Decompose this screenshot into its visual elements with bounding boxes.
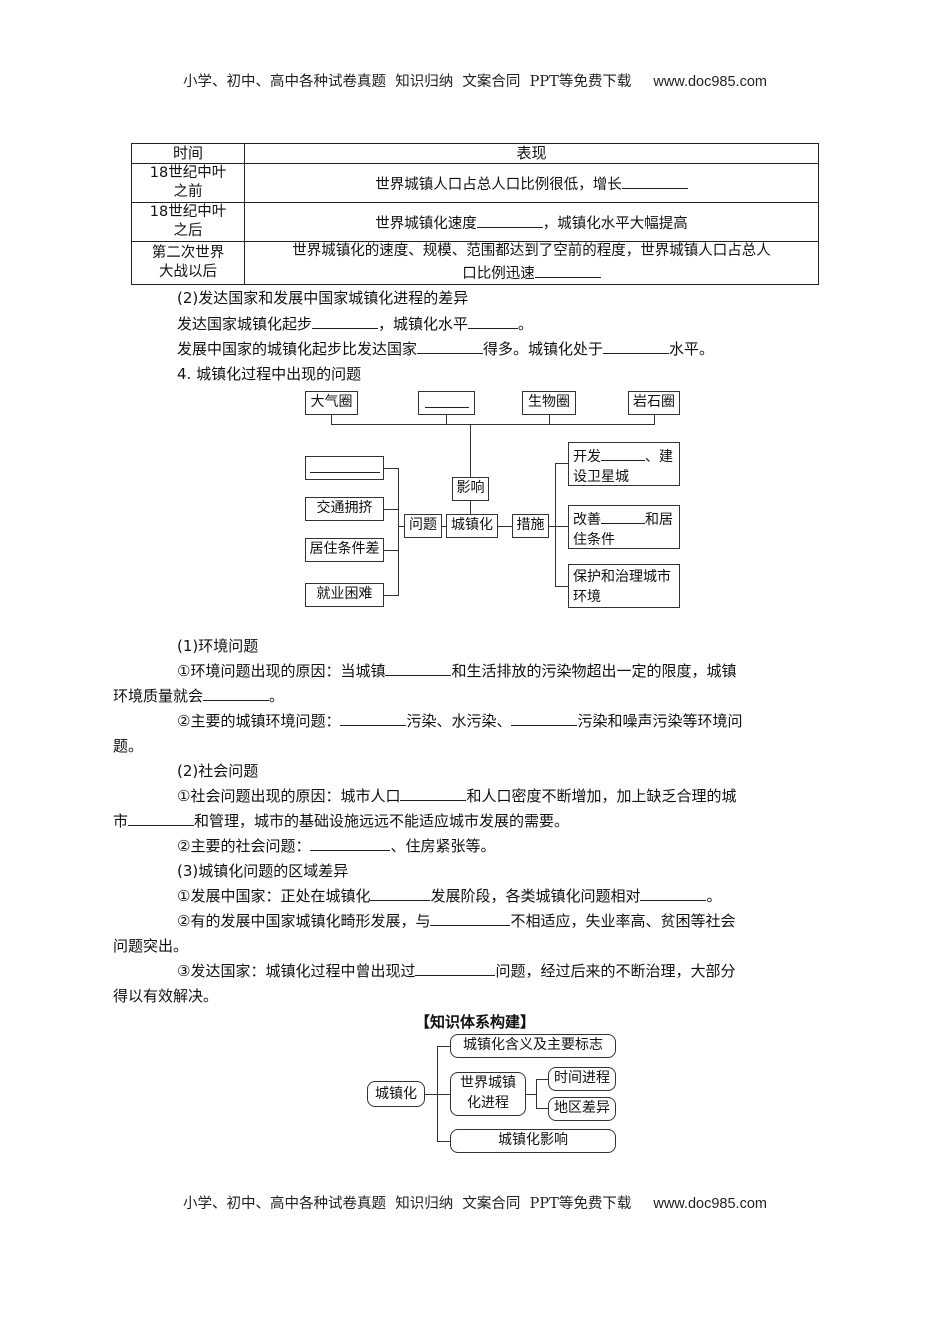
page-header: 小学、初中、高中各种试卷真题 知识归纳 文案合同 PPT等免费下载 www.doc… bbox=[0, 70, 950, 91]
fill-blank[interactable] bbox=[400, 784, 467, 801]
header-text: 小学、初中、高中各种试卷真题 知识归纳 文案合同 PPT等免费下载 bbox=[183, 74, 632, 90]
section2-line1: 发达国家城镇化起步，城镇化水平。 bbox=[177, 312, 842, 337]
box-atmosphere: 大气圈 bbox=[305, 391, 358, 415]
fill-blank[interactable] bbox=[312, 312, 379, 329]
table-row: 第二次世界大战以后 世界城镇化的速度、规模、范围都达到了空前的程度，世界城镇人口… bbox=[131, 241, 819, 285]
table-row: 18世纪中叶之后 世界城镇化速度，城镇化水平大幅提高 bbox=[131, 202, 819, 242]
fill-blank[interactable] bbox=[309, 457, 380, 473]
env-p1: ①环境问题出现的原因：当城镇和生活排放的污染物超出一定的限度，城镇环境质量就会。 bbox=[113, 659, 810, 709]
col-header-performance: 表现 bbox=[244, 143, 819, 164]
cell-time: 第二次世界大战以后 bbox=[131, 241, 245, 285]
fill-blank[interactable] bbox=[468, 312, 519, 329]
fill-blank[interactable] bbox=[601, 445, 645, 461]
cell-desc: 世界城镇化的速度、规模、范围都达到了空前的程度，世界城镇人口占总人口比例迅速 bbox=[244, 241, 819, 285]
urbanization-table: 时间 表现 18世纪中叶之前 世界城镇人口占总人口比例很低，增长 18世纪中叶之… bbox=[131, 143, 819, 285]
fill-blank[interactable] bbox=[621, 172, 688, 189]
box-lithosphere: 岩石圈 bbox=[628, 391, 680, 415]
cell-desc: 世界城镇化速度，城镇化水平大幅提高 bbox=[244, 202, 819, 242]
node-definition: 城镇化含义及主要标志 bbox=[450, 1034, 616, 1058]
social-title: (2)社会问题 bbox=[177, 762, 259, 780]
box-housing: 居住条件差 bbox=[305, 538, 384, 562]
social-p2: ②主要的社会问题：、住房紧张等。 bbox=[145, 834, 810, 859]
cell-desc: 世界城镇人口占总人口比例很低，增长 bbox=[244, 163, 819, 203]
box-urbanization: 城镇化 bbox=[446, 514, 498, 538]
fill-blank[interactable] bbox=[640, 884, 707, 901]
regional-p2: ②有的发展中国家城镇化畸形发展，与不相适应，失业率高、贫困等社会问题突出。 bbox=[113, 909, 810, 959]
fill-blank[interactable] bbox=[511, 709, 578, 726]
node-influence: 城镇化影响 bbox=[450, 1129, 616, 1153]
fill-blank[interactable] bbox=[534, 261, 601, 278]
fill-blank[interactable] bbox=[203, 684, 270, 701]
box-problems: 问题 bbox=[404, 514, 442, 538]
footer-text: 小学、初中、高中各种试卷真题 知识归纳 文案合同 PPT等免费下载 bbox=[183, 1196, 632, 1212]
fill-blank[interactable] bbox=[370, 884, 431, 901]
social-p1: ①社会问题出现的原因：城市人口和人口密度不断增加，加上缺乏合理的城市和管理，城市… bbox=[113, 784, 810, 834]
fill-blank[interactable] bbox=[340, 709, 407, 726]
box-measure-satellite: 开发、建设卫星城 bbox=[568, 442, 680, 486]
node-process: 世界城镇化进程 bbox=[450, 1072, 526, 1116]
box-blank-sphere bbox=[418, 391, 475, 415]
env-p2: ②主要的城镇环境问题：污染、水污染、污染和噪声污染等环境问题。 bbox=[113, 709, 810, 759]
header-site: www.doc985.com bbox=[653, 74, 767, 90]
cell-time: 18世纪中叶之前 bbox=[131, 163, 245, 203]
box-measure-protect: 保护和治理城市环境 bbox=[568, 564, 680, 608]
env-title: (1)环境问题 bbox=[177, 637, 259, 655]
regional-p1: ①发展中国家：正处在城镇化发展阶段，各类城镇化问题相对。 bbox=[145, 884, 810, 909]
table-row: 18世纪中叶之前 世界城镇人口占总人口比例很低，增长 bbox=[131, 163, 819, 203]
box-traffic: 交通拥挤 bbox=[305, 497, 384, 521]
section2-title: (2)发达国家和发展中国家城镇化进程的差异 bbox=[177, 289, 469, 307]
table-header-row: 时间 表现 bbox=[131, 143, 819, 164]
fill-blank[interactable] bbox=[128, 809, 195, 826]
fill-blank[interactable] bbox=[385, 659, 452, 676]
fill-blank[interactable] bbox=[430, 909, 511, 926]
fill-blank[interactable] bbox=[476, 211, 543, 228]
col-header-time: 时间 bbox=[131, 143, 245, 164]
fill-blank[interactable] bbox=[601, 508, 645, 524]
knowledge-title: 【知识体系构建】 bbox=[414, 1013, 535, 1031]
box-measure-improve: 改善和居住条件 bbox=[568, 505, 680, 549]
fill-blank[interactable] bbox=[603, 337, 670, 354]
node-regional-difference: 地区差异 bbox=[548, 1097, 616, 1121]
box-blank-problem bbox=[305, 456, 384, 480]
fill-blank[interactable] bbox=[310, 834, 391, 851]
page-footer: 小学、初中、高中各种试卷真题 知识归纳 文案合同 PPT等免费下载 www.doc… bbox=[0, 1192, 950, 1213]
node-time-process: 时间进程 bbox=[548, 1067, 616, 1091]
box-influence: 影响 bbox=[452, 477, 489, 501]
fill-blank[interactable] bbox=[424, 392, 469, 408]
box-employment: 就业困难 bbox=[305, 583, 384, 607]
regional-p3: ③发达国家：城镇化过程中曾出现过问题，经过后来的不断治理，大部分得以有效解决。 bbox=[113, 959, 810, 1009]
footer-site: www.doc985.com bbox=[653, 1196, 767, 1212]
regional-title: (3)城镇化问题的区域差异 bbox=[177, 862, 349, 880]
box-biosphere: 生物圈 bbox=[522, 391, 576, 415]
section4-title: 4. 城镇化过程中出现的问题 bbox=[177, 365, 362, 383]
node-root: 城镇化 bbox=[367, 1081, 425, 1107]
section2-line2: 发展中国家的城镇化起步比发达国家得多。城镇化处于水平。 bbox=[177, 337, 842, 362]
cell-time: 18世纪中叶之后 bbox=[131, 202, 245, 242]
box-measures: 措施 bbox=[512, 514, 549, 538]
fill-blank[interactable] bbox=[415, 959, 496, 976]
fill-blank[interactable] bbox=[417, 337, 484, 354]
